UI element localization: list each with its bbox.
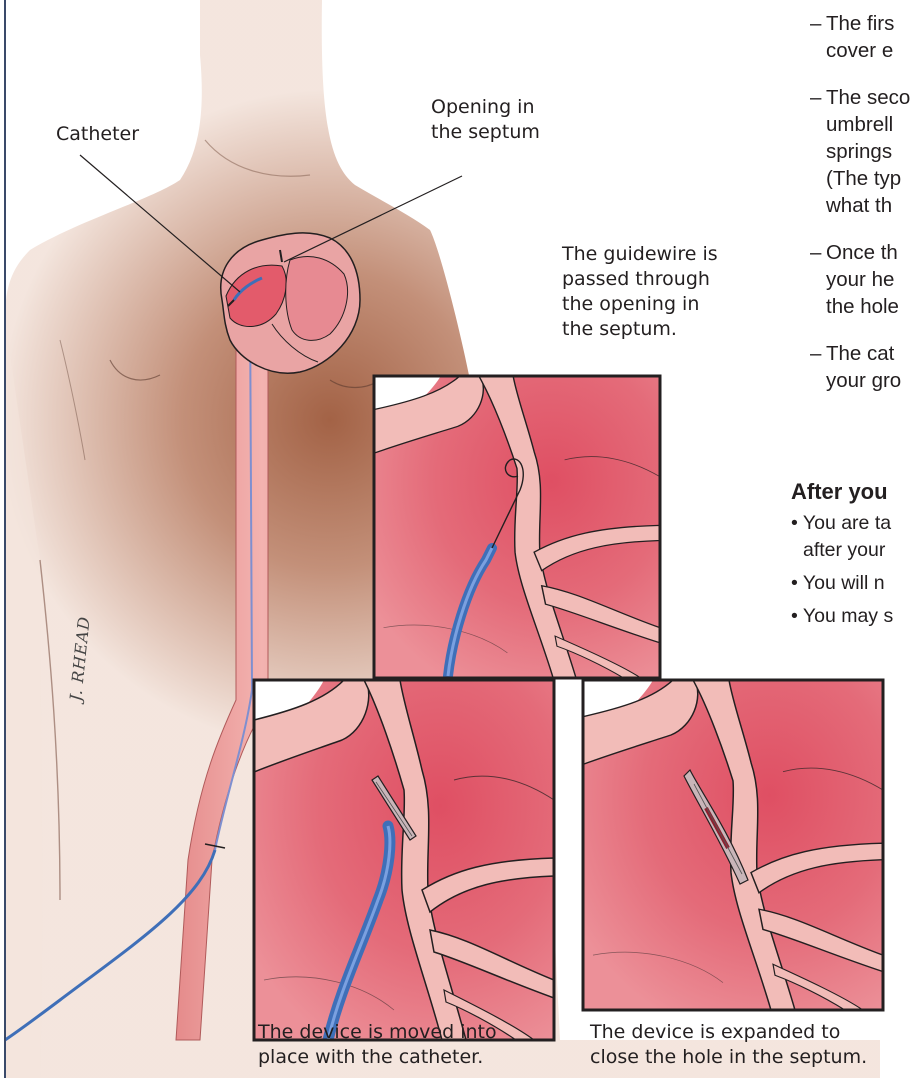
guidewire-label-line-2: passed through [562, 267, 718, 292]
bullet-3-line-1: • You may s [791, 603, 914, 630]
page-left-border [4, 0, 6, 1078]
guidewire-label-line-3: the opening in [562, 292, 718, 317]
step-item: – The cat your gro [810, 340, 914, 394]
step-item: – The firs cover e [810, 10, 914, 64]
panel-device-moved [254, 680, 554, 1040]
step-2-line-2: umbrell [826, 111, 914, 138]
bullet-2-line-1: • You will n [791, 570, 914, 597]
caption-device-expanded-line-2: close the hole in the septum. [590, 1045, 867, 1070]
steps-text-column: – The firs cover e – The seco umbrell sp… [810, 10, 914, 404]
after-heading: After you [791, 479, 914, 505]
bullet-item: • You will n [791, 570, 914, 597]
after-bullets: • You are ta after your • You will n • Y… [791, 510, 914, 636]
caption-device-expanded-line-1: The device is expanded to [590, 1020, 867, 1045]
dash-1: – [810, 10, 821, 37]
step-1-line-1: The firs [826, 10, 914, 37]
dash-3: – [810, 239, 821, 266]
guidewire-label-line-1: The guidewire is [562, 242, 718, 267]
step-1-line-2: cover e [826, 37, 914, 64]
panel-guidewire [374, 376, 660, 678]
opening-label: Opening in the septum [431, 95, 540, 145]
dash-4: – [810, 340, 821, 367]
step-4-line-2: your gro [826, 367, 914, 394]
bullet-1-line-2: after your [791, 537, 914, 564]
guidewire-label: The guidewire is passed through the open… [562, 242, 718, 342]
step-2-line-1: The seco [826, 84, 914, 111]
bullet-item: • You are ta after your [791, 510, 914, 564]
caption-device-moved-line-2: place with the catheter. [258, 1045, 497, 1070]
panel-device-expanded [583, 680, 883, 1010]
bullet-1-line-1: • You are ta [791, 510, 914, 537]
guidewire-label-line-4: the septum. [562, 317, 718, 342]
caption-device-moved: The device is moved into place with the … [258, 1020, 497, 1070]
opening-label-line-2: the septum [431, 120, 540, 145]
step-2-line-4: (The typ [826, 165, 914, 192]
opening-label-line-1: Opening in [431, 95, 540, 120]
caption-device-moved-line-1: The device is moved into [258, 1020, 497, 1045]
step-2-line-5: what th [826, 192, 914, 219]
caption-device-expanded: The device is expanded to close the hole… [590, 1020, 867, 1070]
step-3-line-2: your he [826, 266, 914, 293]
step-3-line-1: Once th [826, 239, 914, 266]
step-item: – Once th your he the hole [810, 239, 914, 320]
step-item: – The seco umbrell springs (The typ what… [810, 84, 914, 219]
step-3-line-3: the hole [826, 293, 914, 320]
step-4-line-1: The cat [826, 340, 914, 367]
bullet-item: • You may s [791, 603, 914, 630]
dash-2: – [810, 84, 821, 111]
step-2-line-3: springs [826, 138, 914, 165]
catheter-label: Catheter [56, 122, 139, 147]
